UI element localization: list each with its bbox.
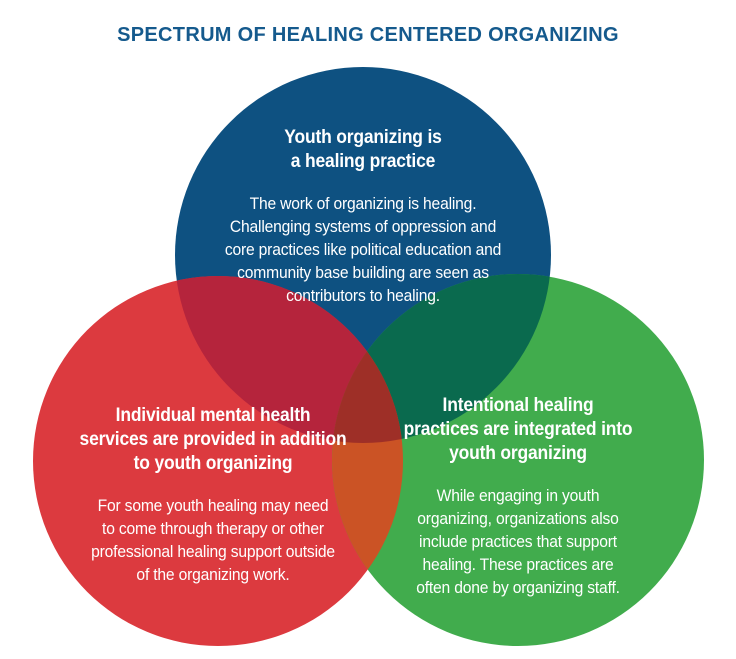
overlap-red-blue xyxy=(175,276,403,443)
overlap-green-blue xyxy=(332,274,551,443)
page-title: SPECTRUM OF HEALING CENTERED ORGANIZING xyxy=(117,24,619,46)
